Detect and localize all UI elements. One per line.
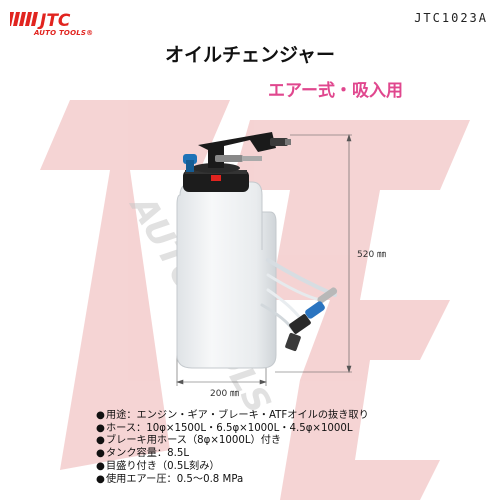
spec-text: 使用エアー圧：0.5〜0.8 MPa (106, 473, 244, 485)
bullet-icon: ● (96, 473, 105, 485)
height-dimension-label: 520 ㎜ (357, 250, 387, 260)
jtc-logo-mark: JTC (10, 11, 71, 29)
height-dimension-line (275, 134, 352, 373)
bullet-icon: ● (96, 410, 105, 421)
model-number: JTC1023A (414, 11, 488, 25)
spec-text: ホース：10φ×1500L・6.5φ×1000L・4.5φ×1000L (106, 422, 353, 434)
tank-lid (183, 163, 249, 192)
jtc-logo: JTC AUTO TOOLS® (10, 9, 160, 49)
page-title: オイルチェンジャー (164, 44, 336, 66)
bullet-icon: ● (96, 435, 105, 447)
tank (176, 181, 277, 369)
bullet-icon: ● (96, 448, 105, 460)
spec-item: ●タンク容量：8.5L (96, 448, 369, 461)
spec-text: 用途：エンジン・ギア・ブレーキ・ATFオイルの抜き取り (106, 410, 369, 421)
blue-coupler (183, 154, 197, 172)
spec-item: ●ホース：10φ×1500L・6.5φ×1000L・4.5φ×1000L (96, 423, 369, 436)
spec-text: 目盛り付き（0.5L刻み） (106, 460, 220, 472)
bullet-icon: ● (96, 460, 105, 472)
width-dimension-label: 200 ㎜ (210, 389, 240, 399)
spec-item: ●ブレーキ用ホース（8φ×1000L）付き (96, 435, 369, 448)
hose-fittings (285, 287, 338, 352)
spec-item: ●使用エアー圧：0.5〜0.8 MPa (96, 474, 369, 487)
spec-item: ●用途：エンジン・ギア・ブレーキ・ATFオイルの抜き取り (96, 410, 369, 423)
spec-item: ●目盛り付き（0.5L刻み） (96, 461, 369, 474)
spec-text: タンク容量：8.5L (106, 448, 190, 460)
bullet-icon: ● (96, 422, 105, 434)
spec-text: ブレーキ用ホース（8φ×1000L）付き (106, 435, 282, 447)
subtitle: エアー式・吸入用 (268, 81, 403, 101)
logo-tagline: AUTO TOOLS® (34, 29, 94, 37)
spec-list: ●用途：エンジン・ギア・ブレーキ・ATFオイルの抜き取り ●ホース：10φ×15… (96, 410, 369, 486)
air-valve-handle (198, 132, 291, 168)
logo-text: JTC (37, 11, 71, 29)
